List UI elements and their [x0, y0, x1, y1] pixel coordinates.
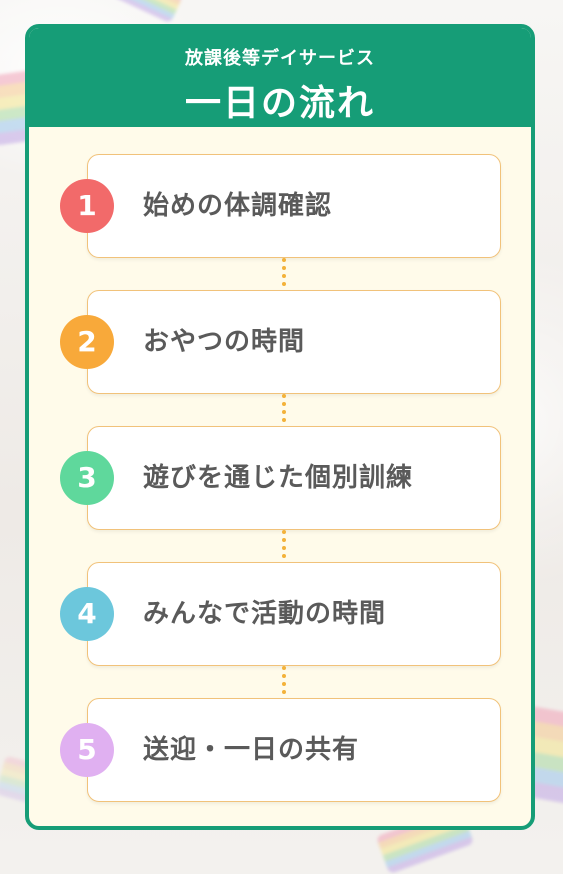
dotted-connector [282, 530, 286, 558]
step-box [87, 698, 501, 802]
step-box [87, 154, 501, 258]
card-header: 放課後等デイサービス 一日の流れ [29, 28, 531, 127]
step-label: 送迎・一日の共有 [143, 735, 360, 765]
dotted-connector [282, 258, 286, 286]
step-number-badge: 3 [60, 451, 114, 505]
schedule-step: 1 始めの体調確認 [29, 154, 531, 258]
step-box [87, 290, 501, 394]
step-box [87, 562, 501, 666]
schedule-step: 3 遊びを通じた個別訓練 [29, 426, 531, 530]
step-number-badge: 5 [60, 723, 114, 777]
schedule-step: 5 送迎・一日の共有 [29, 698, 531, 802]
header-subtitle: 放課後等デイサービス [185, 48, 375, 69]
step-number-badge: 1 [60, 179, 114, 233]
step-label: 始めの体調確認 [143, 191, 333, 221]
step-number-badge: 4 [60, 587, 114, 641]
step-box [87, 426, 501, 530]
step-label: 遊びを通じた個別訓練 [143, 463, 414, 493]
step-label: みんなで活動の時間 [143, 599, 387, 629]
schedule-step: 4 みんなで活動の時間 [29, 562, 531, 666]
daily-schedule-card: 放課後等デイサービス 一日の流れ 1 始めの体調確認 2 おやつの時間 3 遊び… [25, 24, 535, 830]
step-label: おやつの時間 [143, 327, 306, 357]
header-title: 一日の流れ [184, 83, 375, 124]
schedule-step: 2 おやつの時間 [29, 290, 531, 394]
dotted-connector [282, 666, 286, 694]
dotted-connector [282, 394, 286, 422]
step-number-badge: 2 [60, 315, 114, 369]
